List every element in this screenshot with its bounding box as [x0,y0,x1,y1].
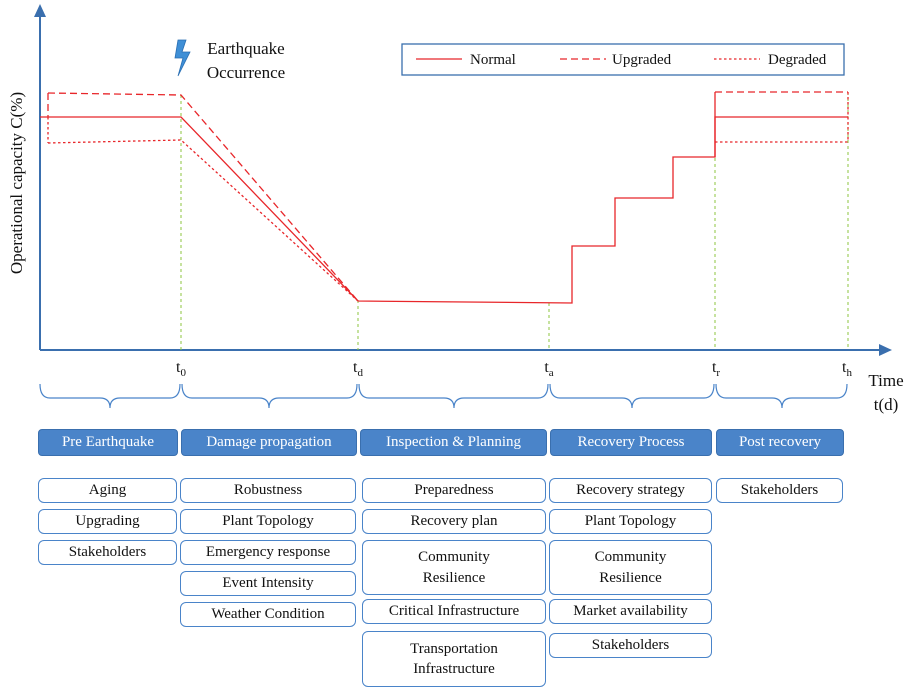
brace-post [715,383,848,409]
legend: Normal Upgraded Degraded [401,43,845,76]
brace-pre-earthquake [39,383,181,409]
upgraded-curve [47,92,359,302]
factor-box: Emergency response [180,540,356,565]
factor-box: Plant Topology [180,509,356,534]
x-axis-arrowhead [879,344,892,356]
legend-box [401,43,845,76]
factor-box: Stakeholders [716,478,843,503]
factor-box: Aging [38,478,177,503]
phase-braces [39,383,848,409]
factor-box: Weather Condition [180,602,356,627]
factor-box: Robustness [180,478,356,503]
stage-damage-propagation: Damage propagation [181,429,357,456]
factor-box: Plant Topology [549,509,712,534]
brace-recovery [549,383,715,409]
tick-td: td [353,359,363,379]
tick-t0: t0 [176,359,186,379]
tick-th: th [842,359,852,379]
degraded-curve [47,139,359,302]
factor-box: Upgrading [38,509,177,534]
x-axis-label-line2: t(d) [874,395,899,414]
factor-box: Market availability [549,599,712,624]
tick-labels: t0 td ta tr th [176,359,852,379]
brace-inspection [358,383,549,409]
factor-box: Recovery strategy [549,478,712,503]
factor-box: Community Resilience [549,540,712,595]
tick-tr: tr [712,359,720,379]
stage-recovery-process: Recovery Process [550,429,712,456]
event-label-line2: Occurrence [207,63,285,82]
factor-box: Transportation Infrastructure [362,631,546,687]
factor-box: Stakeholders [549,633,712,658]
normal-curve [40,116,848,304]
factor-box: Preparedness [362,478,546,503]
stage-pre-earthquake: Pre Earthquake [38,429,178,456]
legend-upgraded-label: Upgraded [612,52,672,68]
legend-degraded-label: Degraded [768,52,827,68]
axes [34,4,892,356]
factor-box: Community Resilience [362,540,546,595]
stage-post-recovery: Post recovery [716,429,844,456]
tick-ta: ta [544,359,553,379]
factor-box: Recovery plan [362,509,546,534]
y-axis-label: Operational capacity C(%) [7,92,26,274]
legend-normal-label: Normal [470,52,516,68]
curves [40,91,849,304]
x-axis-label-line1: Time [868,371,903,390]
brace-damage [181,383,358,409]
factor-box: Event Intensity [180,571,356,596]
lightning-bolt-icon [174,39,191,77]
factor-box: Stakeholders [38,540,177,565]
event-label-line1: Earthquake [207,39,284,58]
factor-box: Critical Infrastructure [362,599,546,624]
stage-inspection-planning: Inspection & Planning [360,429,547,456]
y-axis-arrowhead [34,4,46,17]
